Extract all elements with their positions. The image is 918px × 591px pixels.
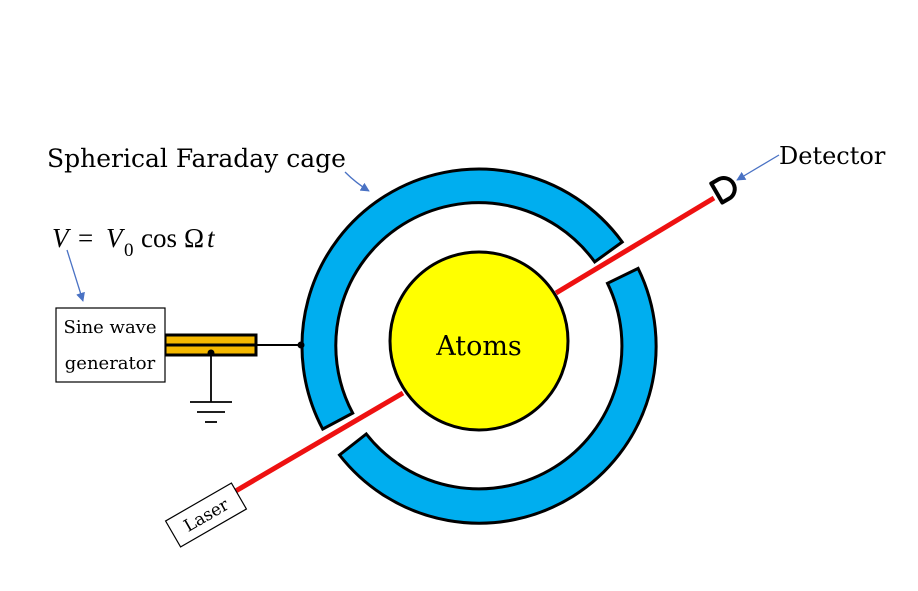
formula-v0: V (106, 223, 126, 253)
cage-label: Spherical Faraday cage (47, 144, 346, 173)
laser-box: Laser (164, 482, 248, 548)
formula-omega: Ω (184, 223, 204, 253)
voltage-formula: V = V 0 cos Ω t (52, 223, 216, 261)
faraday-cage-shell-upper (300, 167, 625, 432)
laser-beam-lower (232, 390, 405, 495)
formula-pointer-arrow (66, 249, 85, 302)
generator-label-line2: generator (65, 353, 156, 374)
formula-t: t (207, 223, 216, 253)
detector-label: Detector (779, 142, 886, 170)
formula-v: V (52, 223, 72, 253)
detector-pointer-arrow (736, 154, 780, 181)
laser-beam-upper (554, 195, 716, 296)
formula-subscript: 0 (124, 240, 134, 261)
atoms-label: Atoms (435, 331, 522, 362)
cage-pointer-arrow (344, 171, 370, 192)
formula-cos: cos (141, 223, 177, 253)
faraday-cage-shell-lower (337, 266, 658, 525)
generator-label-line1: Sine wave (63, 317, 156, 338)
ground-symbol-icon (190, 353, 232, 423)
cage-contact-dot (297, 341, 305, 349)
sine-wave-generator (55, 307, 166, 383)
atoms-cloud (388, 250, 570, 432)
formula-equals: = (78, 223, 93, 253)
detector-d-icon (709, 176, 737, 205)
